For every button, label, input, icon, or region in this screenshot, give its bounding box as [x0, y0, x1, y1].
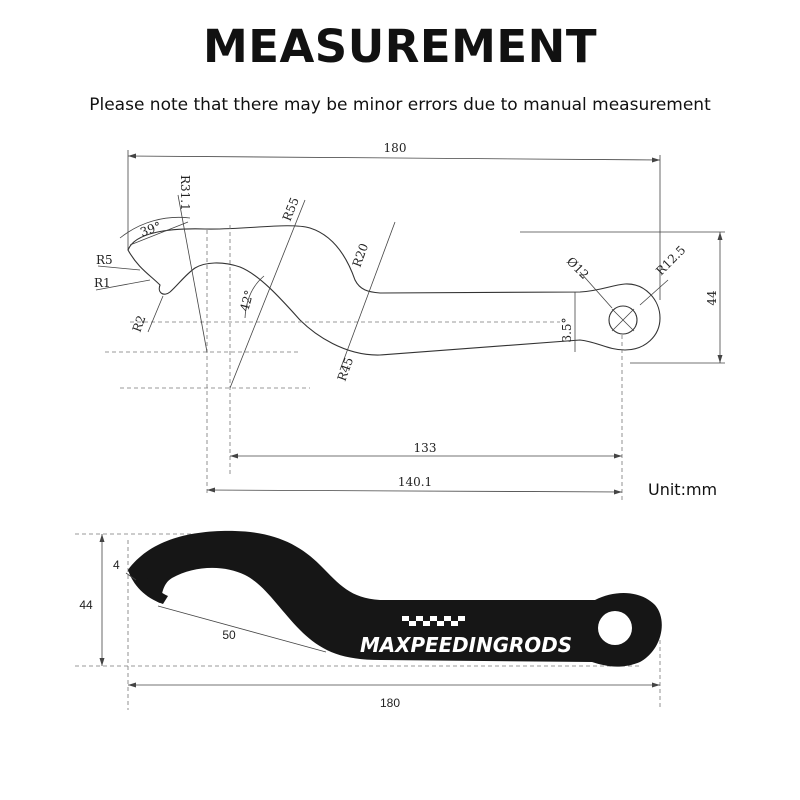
page-title: MEASUREMENT — [202, 20, 598, 73]
dimension-line-180 — [127, 155, 661, 161]
dim-r2-label: R2 — [130, 314, 149, 334]
dim-r5-label: R5 — [96, 253, 113, 267]
dim-133-label: 133 — [414, 441, 437, 455]
hole-outline — [608, 305, 638, 335]
dim-r1-label: R1 — [94, 276, 111, 290]
photo-dim-line-50 — [157, 605, 327, 653]
dimension-line-140 — [206, 489, 623, 493]
dim-140-label: 140.1 — [398, 475, 432, 489]
wrench-photo — [128, 530, 662, 667]
unit-label: Unit:mm — [648, 480, 718, 499]
dim-r55-label: R55 — [280, 195, 302, 223]
dim-hole-dia-label: Ø12 — [564, 254, 592, 282]
wrench-outline — [127, 225, 661, 356]
dim-42-label: 42° — [237, 289, 256, 313]
dim-r20-label: R20 — [350, 241, 371, 269]
dim-39-label: 39° — [138, 219, 163, 239]
photo-dim-180-label: 180 — [380, 696, 400, 710]
dim-44-label: 44 — [705, 290, 719, 306]
measurement-note: Please note that there may be minor erro… — [89, 95, 711, 115]
dim-r31-label: R31.1 — [178, 175, 192, 211]
dim-r12-5-label: R12.5 — [653, 243, 688, 278]
wrench-hole — [598, 611, 632, 645]
brand-logo: MAXPEEDINGRODS — [360, 633, 572, 657]
photo-dim-50-label: 50 — [222, 628, 236, 642]
dim-180-label: 180 — [384, 141, 407, 155]
photo-dim-44-label: 44 — [79, 598, 93, 612]
photo-dim-4-label: 4 — [113, 558, 120, 572]
dim-r45-label: R45 — [335, 355, 356, 383]
brand-flag-icon — [402, 616, 465, 626]
dim-3-5-label: 3.5° — [560, 317, 574, 342]
